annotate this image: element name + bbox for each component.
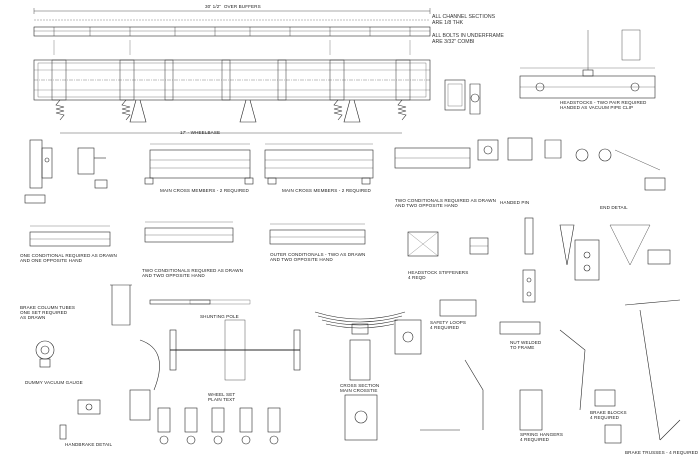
- brake-blocks-title: BRAKE BLOCKS 4 REQUIRED: [590, 410, 627, 421]
- spring-hangers-title: SPRING HANGERS 4 REQUIRED: [520, 432, 564, 443]
- brake-trusses-title: BRAKE TRUSSES - 4 REQUIRED: [625, 450, 699, 455]
- underframe-plan-view: [33, 59, 431, 101]
- one-conditional-title: ONE CONDITIONAL REQUIRED AS DRAWN AND ON…: [20, 253, 117, 264]
- main-cross-member-2: [264, 149, 374, 185]
- headstock-section: [444, 29, 656, 115]
- end-detail-title: END DETAIL: [600, 205, 628, 210]
- main-cross-member-1: [144, 149, 254, 185]
- conditional-members: [29, 227, 366, 247]
- cross-members-pair-title: TWO CONDITIONALS REQUIRED AS DRAWN AND T…: [395, 198, 496, 209]
- outer-conditionals-title: OUTER CONDITIONALS - TWO AS DRAWN AND TW…: [270, 252, 366, 263]
- handed-pin-title: HANDED PIN: [500, 200, 530, 205]
- main-cross-members-title-2: MAIN CROSS MEMBERS - 2 REQUIRED: [282, 188, 371, 193]
- dimension-leaders: [30, 40, 411, 227]
- handbrake-detail-title: HANDBRAKE DETAIL: [65, 442, 113, 447]
- wheel-set-title: WHEEL SET PLAIN TEXT: [208, 392, 236, 403]
- brake-column-tubes: [110, 284, 251, 326]
- axlebox-springs: [55, 99, 407, 134]
- brake-trusses: [594, 299, 681, 444]
- dummy-vacuum-gauge-title: DUMMY VACUUM GAUGE: [25, 380, 83, 385]
- axlebox-and-hangers: [157, 407, 281, 445]
- shunting-pole-title: SHUNTING POLE: [200, 314, 239, 319]
- overall-dimension-label: 30' 1/2" OVER BUFFERS: [205, 4, 261, 9]
- wheelbase-label: 17' - WHEELBASE: [180, 130, 221, 135]
- nut-welded-title: NUT WELDED TO FRAME: [510, 340, 542, 351]
- laminated-spring: [314, 311, 422, 381]
- headstock-stiffeners: [407, 231, 489, 257]
- brake-lever-assembly: [522, 217, 671, 303]
- main-cross-members-title-1: MAIN CROSS MEMBERS - 2 REQUIRED: [160, 188, 249, 193]
- brake-column-tubes-title: BRAKE COLUMN TUBES ONE SET REQUIRED AS D…: [20, 305, 76, 321]
- brake-rigging: [344, 299, 586, 441]
- main-crosstie-title: CROSS SECTION MAIN CROSSTIE: [340, 383, 380, 394]
- general-notes: ALL CHANNEL SECTIONS ARE 1/8 THK ALL BOL…: [432, 14, 504, 45]
- underframe-side-elevation: [33, 8, 431, 37]
- handbrake-detail: [59, 339, 160, 440]
- safety-loops-title: SAFETY LOOPS 4 REQUIRED: [430, 320, 467, 331]
- dummy-vacuum-gauge: [35, 340, 55, 368]
- wheel-set: [169, 319, 301, 381]
- headstocks-title: HEADSTOCKS - TWO PAIR REQUIRED HANDED AS…: [560, 100, 647, 111]
- buffer-stocks-left: [24, 139, 108, 204]
- two-conditionals-title: TWO CONDITIONALS REQUIRED AS DRAWN AND T…: [142, 268, 243, 279]
- crosstie-sections: [394, 137, 666, 191]
- headstock-stiffeners-title: HEADSTOCK STIFFENERS 4 REQD: [408, 270, 469, 281]
